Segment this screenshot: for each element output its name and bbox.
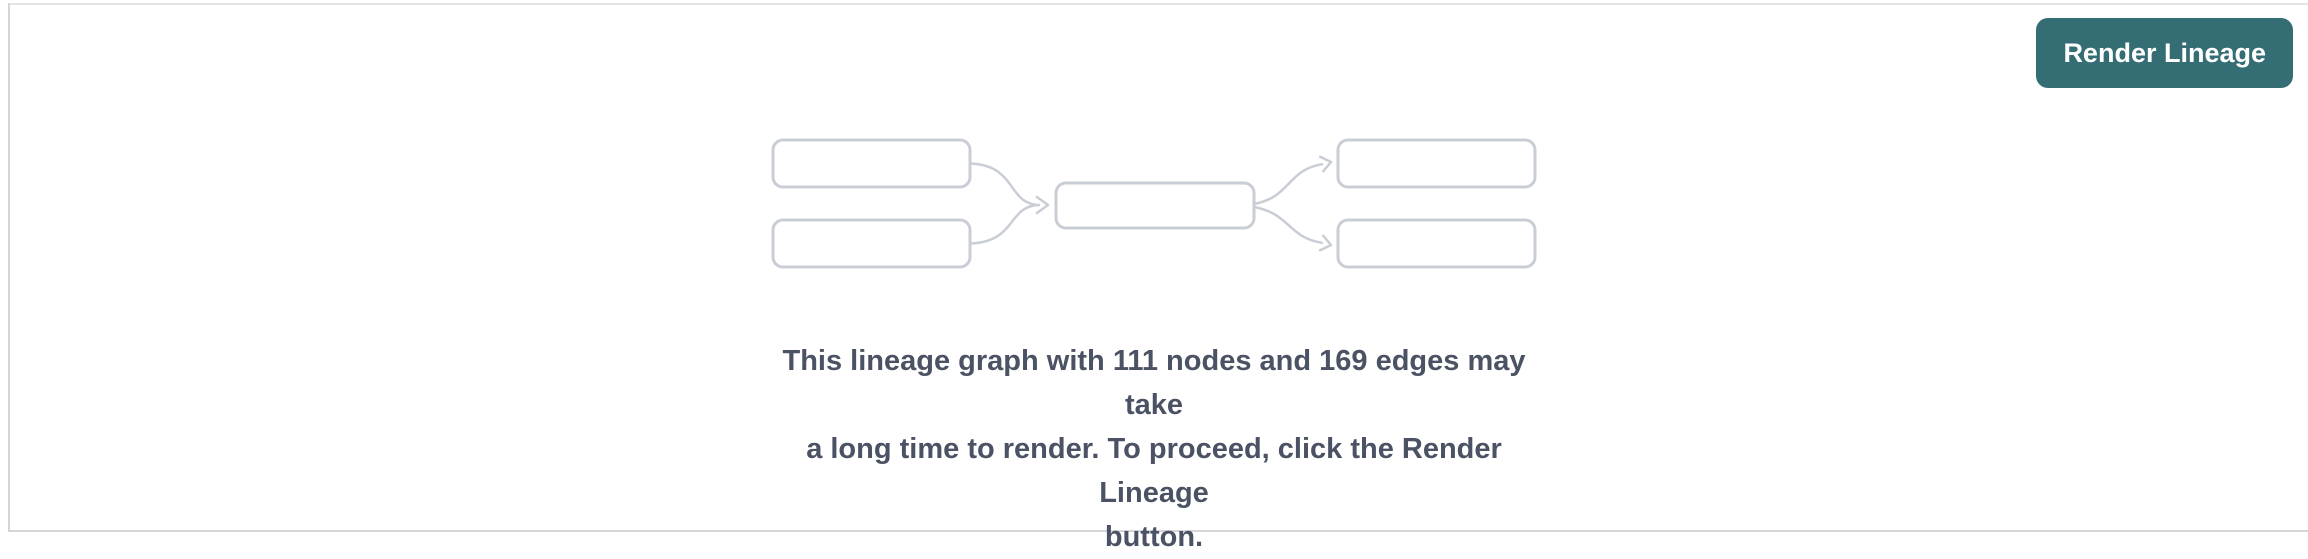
- arrowhead-icon: [1318, 234, 1333, 252]
- lineage-empty-state: This lineage graph with 111 nodes and 16…: [759, 138, 1549, 559]
- panel-divider-top: [8, 3, 2308, 5]
- placeholder-node: [771, 138, 972, 189]
- render-warning-message: This lineage graph with 111 nodes and 16…: [759, 339, 1549, 559]
- placeholder-node: [1336, 218, 1537, 269]
- panel-divider-bottom: [8, 530, 2308, 532]
- lineage-placeholder-graphic: [771, 138, 1537, 269]
- placeholder-edge: [968, 162, 1041, 207]
- render-lineage-button[interactable]: Render Lineage: [2036, 18, 2293, 88]
- panel-divider-left: [8, 3, 10, 532]
- warning-line: This lineage graph with 111 nodes and 16…: [782, 345, 1526, 421]
- warning-line: button.: [1104, 521, 1204, 553]
- placeholder-edge: [1252, 205, 1324, 245]
- placeholder-edge: [968, 203, 1041, 245]
- placeholder-node: [1054, 181, 1256, 230]
- warning-line: a long time to render. To proceed, click…: [806, 433, 1502, 509]
- placeholder-node: [771, 218, 972, 269]
- arrowhead-icon: [1035, 195, 1050, 215]
- arrowhead-icon: [1318, 155, 1333, 173]
- lineage-panel: Render Lineage This lineage graph with 1…: [8, 3, 2308, 553]
- placeholder-node: [1336, 138, 1537, 189]
- placeholder-edge: [1252, 162, 1324, 206]
